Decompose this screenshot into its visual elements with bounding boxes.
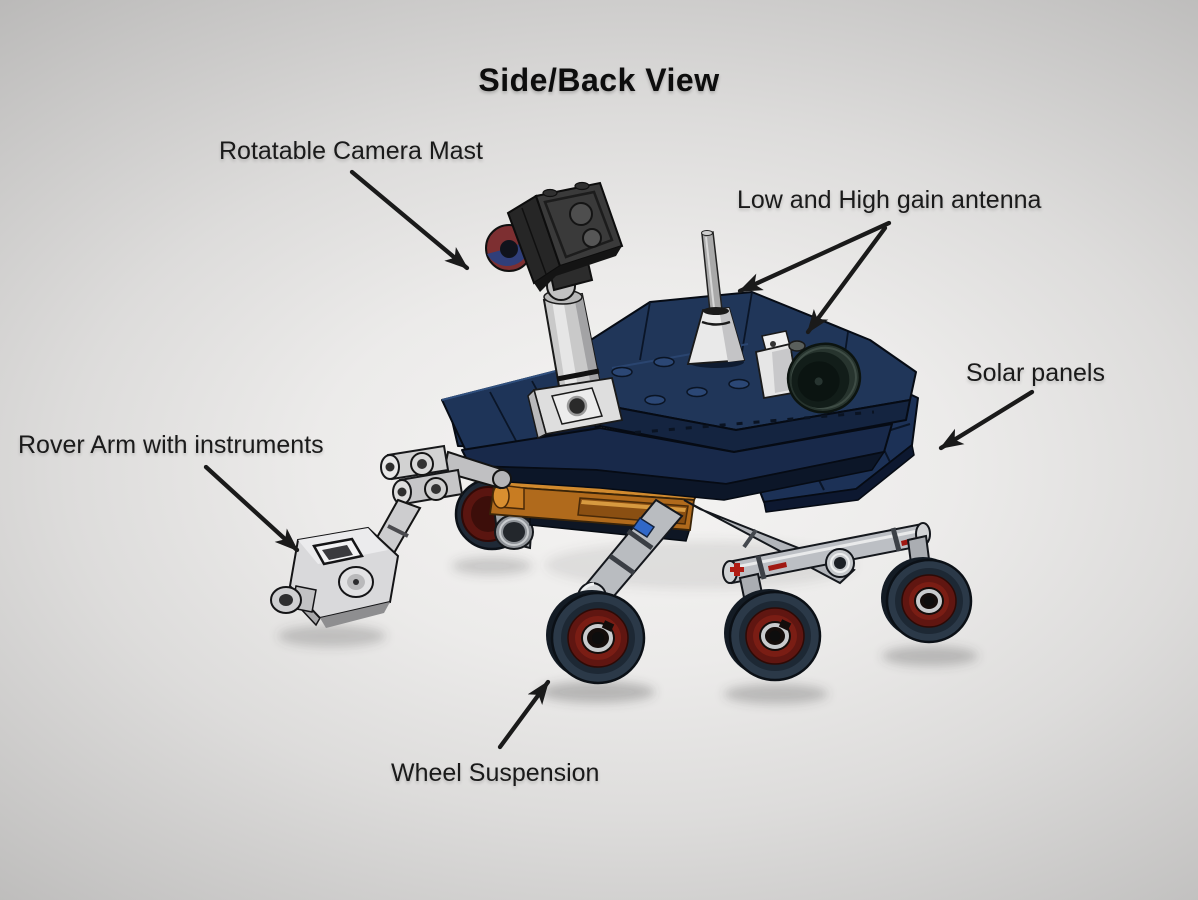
wheel-suspension-struts: [577, 498, 932, 612]
wheel-rear: [881, 557, 973, 644]
camera-mast: [527, 252, 624, 440]
wheel-middle: [724, 589, 822, 682]
arrow-rover-arm: [203, 464, 300, 553]
camera-head: [485, 181, 624, 292]
high-gain-antenna-dish: [754, 330, 862, 414]
label-rover-arm: Rover Arm with instruments: [18, 431, 324, 459]
arrow-low-gain-antenna: [737, 220, 892, 294]
arrow-solar-panels: [938, 389, 1035, 451]
arrow-high-gain-antenna: [805, 225, 888, 335]
page-title: Side/Back View: [478, 62, 720, 98]
wheel-front: [546, 590, 646, 685]
annotation-arrows: [203, 169, 1035, 750]
rover-arm: [270, 444, 512, 628]
arm-instrument-head: [270, 526, 400, 628]
low-gain-antenna: [686, 230, 746, 368]
arrow-wheel-suspension: [497, 679, 551, 750]
label-rotatable-camera-mast: Rotatable Camera Mast: [219, 137, 484, 165]
label-wheel-suspension: Wheel Suspension: [391, 759, 600, 787]
label-solar-panels: Solar panels: [966, 359, 1105, 387]
arrow-camera-mast: [349, 169, 470, 271]
label-low-high-gain-antenna: Low and High gain antenna: [737, 186, 1042, 214]
